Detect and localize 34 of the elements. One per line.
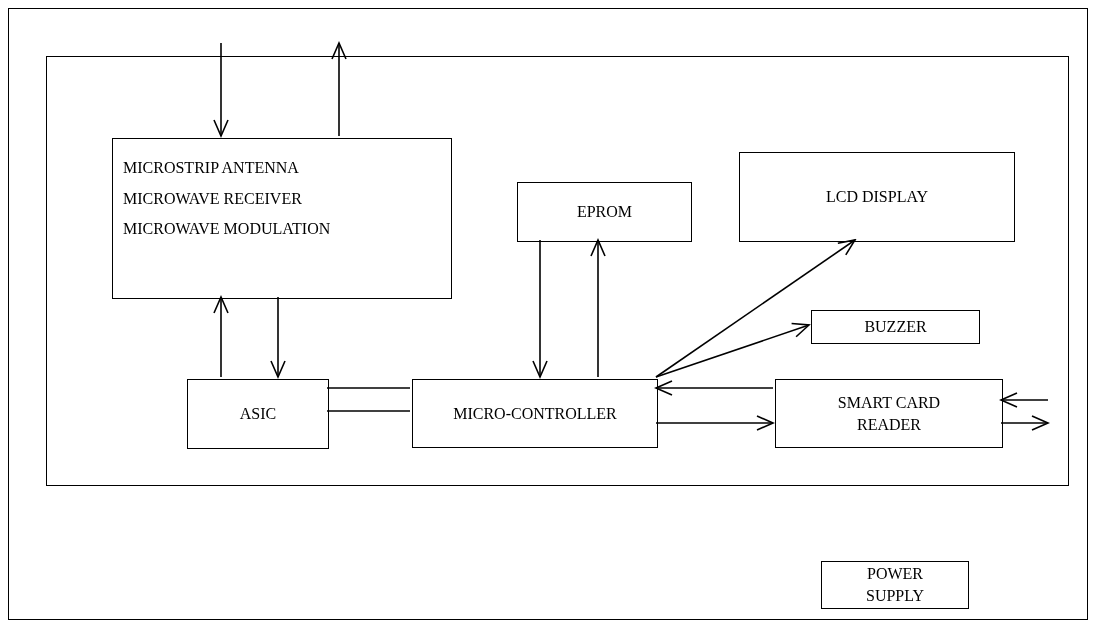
arrow	[213, 42, 229, 137]
arrow	[655, 380, 774, 396]
block-label: ASIC	[239, 404, 277, 425]
microcontroller-block	[412, 379, 658, 448]
arrow	[270, 296, 286, 378]
arrow	[655, 322, 810, 378]
block-label: MICROWAVE RECEIVER	[123, 188, 302, 209]
block-label: BUZZER	[864, 317, 927, 338]
connector-line	[326, 410, 411, 412]
block-label: EPROM	[576, 202, 633, 223]
power-supply-block	[821, 561, 969, 609]
eprom-block	[517, 182, 692, 242]
arrow	[1000, 392, 1049, 408]
block-label: POWER SUPPLY	[865, 564, 925, 606]
inner-frame	[46, 56, 1069, 486]
connector-line	[326, 387, 411, 389]
antenna-receiver-block	[112, 138, 452, 299]
arrow	[532, 239, 548, 378]
arrow	[655, 239, 856, 378]
outer-frame	[8, 8, 1088, 620]
arrow	[590, 239, 606, 378]
card-reader-block	[775, 379, 1003, 448]
block-label: MICROWAVE MODULATION	[123, 219, 331, 240]
arrow	[213, 296, 229, 378]
block-label: MICROSTRIP ANTENNA	[123, 158, 299, 178]
arrow	[1000, 415, 1049, 431]
buzzer-block	[811, 310, 980, 344]
arrow	[331, 42, 347, 137]
asic-block	[187, 379, 329, 449]
block-label: MICRO-CONTROLLER	[453, 403, 617, 424]
arrow	[655, 415, 774, 431]
display-block	[739, 152, 1015, 242]
block-label: SMART CARD READER	[836, 392, 942, 435]
block-label: LCD DISPLAY	[825, 187, 929, 208]
